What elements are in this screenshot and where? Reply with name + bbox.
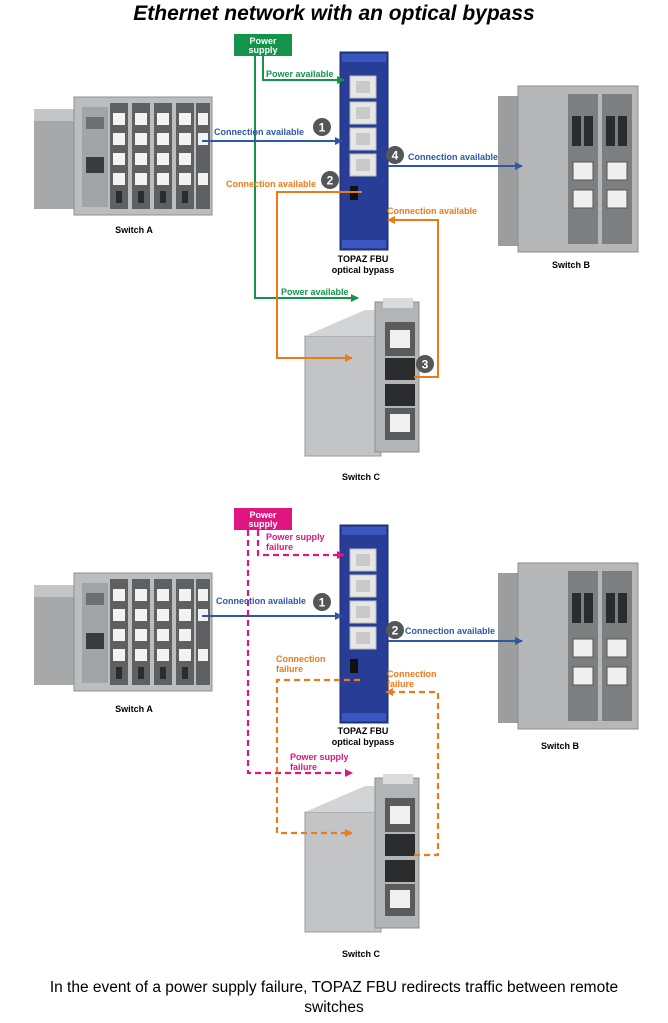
top-scenario: Power supply Power available Power avail…	[33, 34, 639, 482]
power-failure-bottom-label-1: Power supply	[290, 752, 349, 762]
power-available-bottom-label: Power available	[281, 287, 349, 297]
switch-c-device	[304, 297, 420, 457]
switch-b-device	[497, 85, 639, 253]
switch-a-device	[33, 96, 213, 216]
power-supply-label-1: Power	[249, 510, 277, 520]
badge-2-text: 2	[392, 624, 399, 638]
badge-2-text: 2	[327, 174, 334, 188]
fbu-label-1: TOPAZ FBU	[338, 726, 389, 736]
switch-c-label: Switch C	[342, 472, 381, 482]
power-failure-top-label-2: failure	[266, 542, 293, 552]
fbu-label-2: optical bypass	[332, 737, 395, 747]
power-available-top-label: Power available	[266, 69, 334, 79]
power-line-switch-c	[254, 56, 359, 302]
conn-fail-left-label-2: failure	[276, 664, 303, 674]
switch-a-label: Switch A	[115, 704, 153, 714]
link-c-fbu-failed	[385, 688, 440, 857]
switch-c-device	[304, 773, 420, 933]
badge-4	[386, 146, 404, 164]
link-fbu-c-failed	[275, 678, 360, 837]
link-3-label: Connection available	[387, 206, 477, 216]
switch-b-label: Switch B	[541, 741, 580, 751]
power-supply-box	[234, 34, 292, 56]
badge-4-text: 4	[392, 149, 399, 163]
power-supply-label-1: Power	[249, 36, 277, 46]
badge-2	[321, 171, 339, 189]
power-failure-top-label-1: Power supply	[266, 532, 325, 542]
link-1-label: Connection available	[216, 596, 306, 606]
diagram-caption: In the event of a power supply failure, …	[49, 979, 619, 1016]
switch-b-device	[497, 562, 639, 730]
badge-3	[416, 355, 434, 373]
power-fail-line-fbu	[256, 530, 345, 559]
link-2-label: Connection available	[405, 626, 495, 636]
switch-a-label: Switch A	[115, 225, 153, 235]
badge-1-text: 1	[319, 121, 326, 135]
bottom-scenario: Power supply Power supply failure Power …	[33, 508, 639, 959]
power-line-fbu	[262, 56, 345, 84]
link-2-label: Connection available	[226, 179, 316, 189]
badge-1	[313, 118, 331, 136]
fbu-label-1: TOPAZ FBU	[338, 254, 389, 264]
fbu-device	[339, 51, 389, 251]
link-c-fbu	[387, 216, 439, 378]
conn-fail-right-label-2: failure	[387, 679, 414, 689]
fbu-device	[339, 524, 389, 724]
power-supply-box	[234, 508, 292, 530]
badge-3-text: 3	[422, 358, 429, 372]
power-fail-line-switch-c	[246, 530, 353, 777]
power-failure-bottom-label-2: failure	[290, 762, 317, 772]
switch-c-label: Switch C	[342, 949, 381, 959]
power-supply-label-2: supply	[248, 519, 277, 529]
diagram-title: Ethernet network with an optical bypass	[133, 2, 535, 25]
fbu-label-2: optical bypass	[332, 265, 395, 275]
link-1-label: Connection available	[214, 127, 304, 137]
switch-a-device	[33, 572, 213, 692]
power-supply-label-2: supply	[248, 45, 277, 55]
link-fbu-c	[276, 191, 362, 362]
conn-fail-right-label-1: Connection	[387, 669, 437, 679]
badge-2	[386, 621, 404, 639]
badge-1	[313, 593, 331, 611]
switch-b-label: Switch B	[552, 260, 591, 270]
link-4-label: Connection available	[408, 152, 498, 162]
badge-1-text: 1	[319, 596, 326, 610]
conn-fail-left-label-1: Connection	[276, 654, 326, 664]
